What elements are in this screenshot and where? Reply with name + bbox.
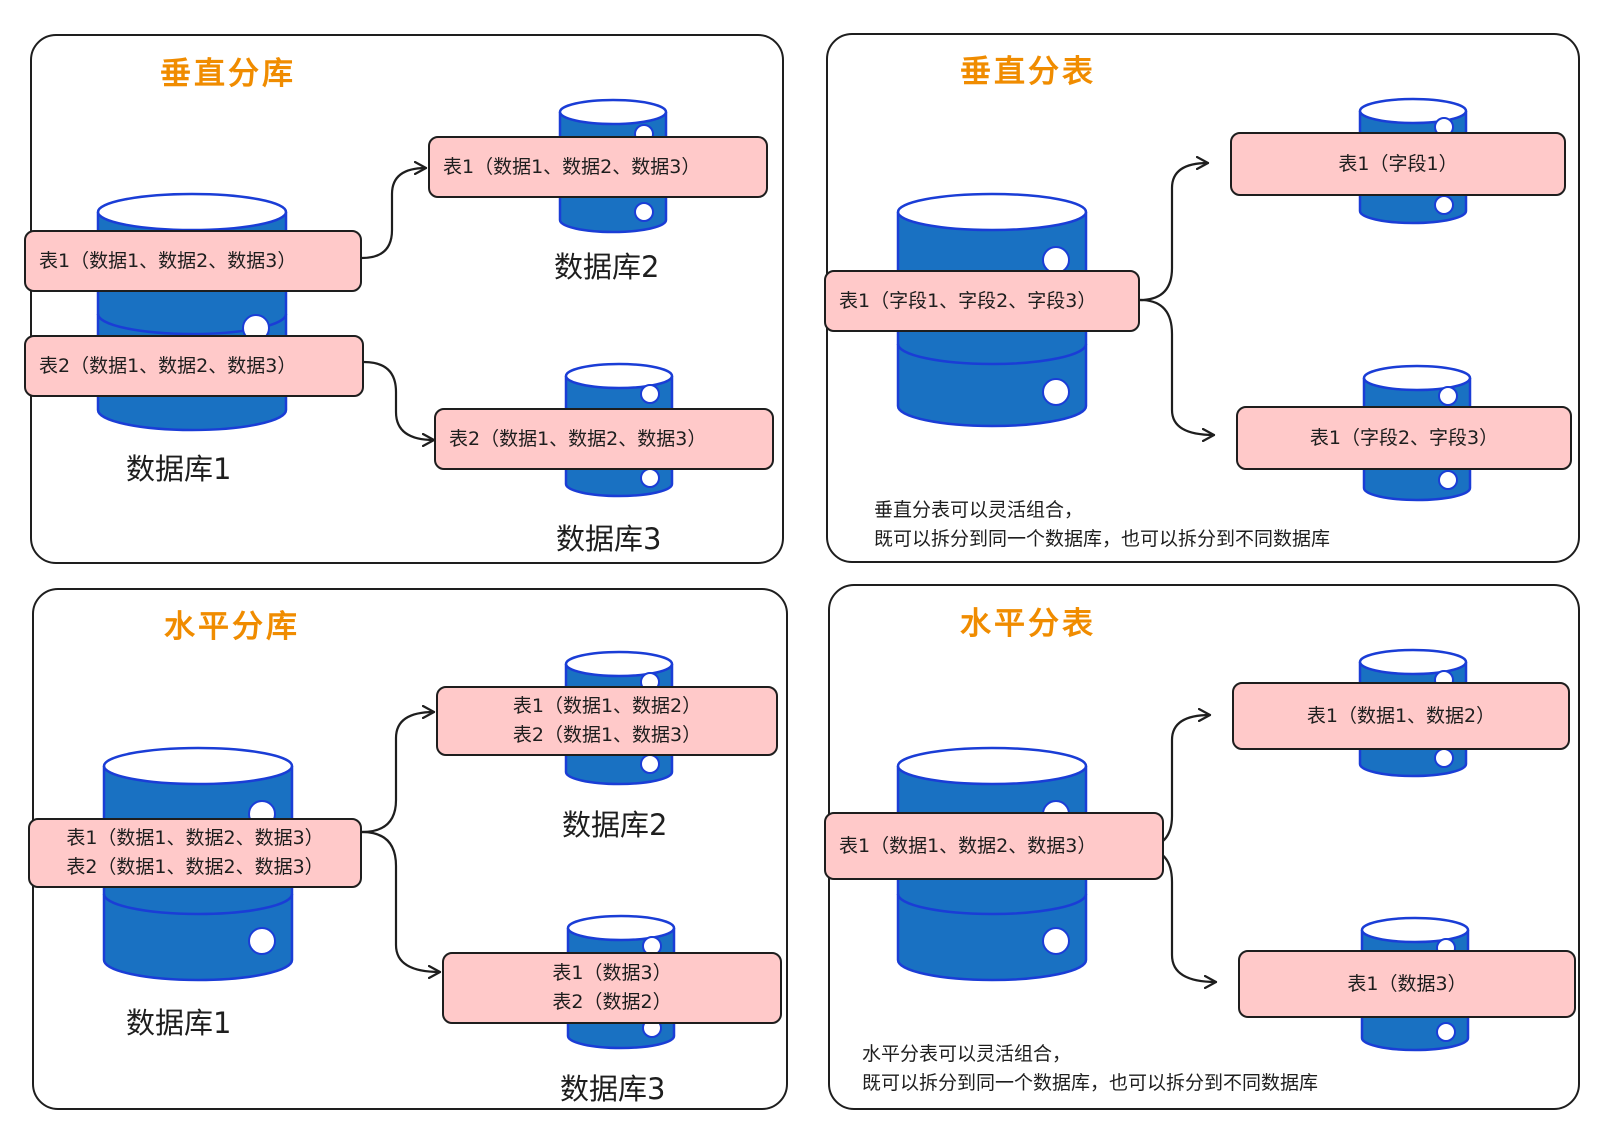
db-label: 数据库2: [562, 808, 668, 842]
table-box: 表1（数据1、数据2、数据3）: [24, 230, 362, 292]
table-box: 表1（数据3）: [1238, 950, 1576, 1018]
panel-title: 水平分库: [164, 609, 300, 645]
arrow-right-icon: [362, 360, 436, 440]
table-box: 表1（数据1、数据2） 表2（数据1、数据3）: [436, 686, 778, 756]
panel-title: 垂直分表: [960, 54, 1096, 90]
table-box: 表1（数据1、数据2、数据3）: [428, 136, 768, 198]
table-box: 表1（字段1）: [1230, 132, 1566, 196]
arrow-right-icon: [1138, 298, 1216, 435]
table-box: 表1（字段2、字段3）: [1236, 406, 1572, 470]
table-box: 表1（数据1、数据2、数据3）: [824, 812, 1164, 880]
db-label: 数据库1: [126, 452, 232, 486]
note-text: 水平分表可以灵活组合， 既可以拆分到同一个数据库，也可以拆分到不同数据库: [862, 1043, 1319, 1094]
db-label: 数据库2: [554, 250, 660, 284]
table-box: 表2（数据1、数据2、数据3）: [434, 408, 774, 470]
arrow-right-icon: [360, 168, 428, 260]
arrow-right-icon: [1138, 163, 1210, 302]
table-box: 表1（数据3） 表2（数据2）: [442, 952, 782, 1024]
database-cylinder-icon: [96, 192, 288, 432]
db-label: 数据库3: [560, 1072, 666, 1106]
db-label: 数据库1: [126, 1006, 232, 1040]
arrow-right-icon: [360, 712, 436, 834]
table-box: 表1（数据1、数据2、数据3） 表2（数据1、数据2、数据3）: [28, 818, 362, 888]
panel-title: 垂直分库: [160, 56, 296, 92]
note-text: 垂直分表可以灵活组合， 既可以拆分到同一个数据库，也可以拆分到不同数据库: [874, 499, 1331, 550]
table-box: 表1（数据1、数据2）: [1232, 682, 1570, 750]
arrow-right-icon: [360, 830, 442, 972]
table-box: 表1（字段1、字段2、字段3）: [824, 270, 1140, 332]
table-box: 表2（数据1、数据2、数据3）: [24, 335, 364, 397]
panel-title: 水平分表: [960, 606, 1096, 642]
db-label: 数据库3: [556, 522, 662, 556]
